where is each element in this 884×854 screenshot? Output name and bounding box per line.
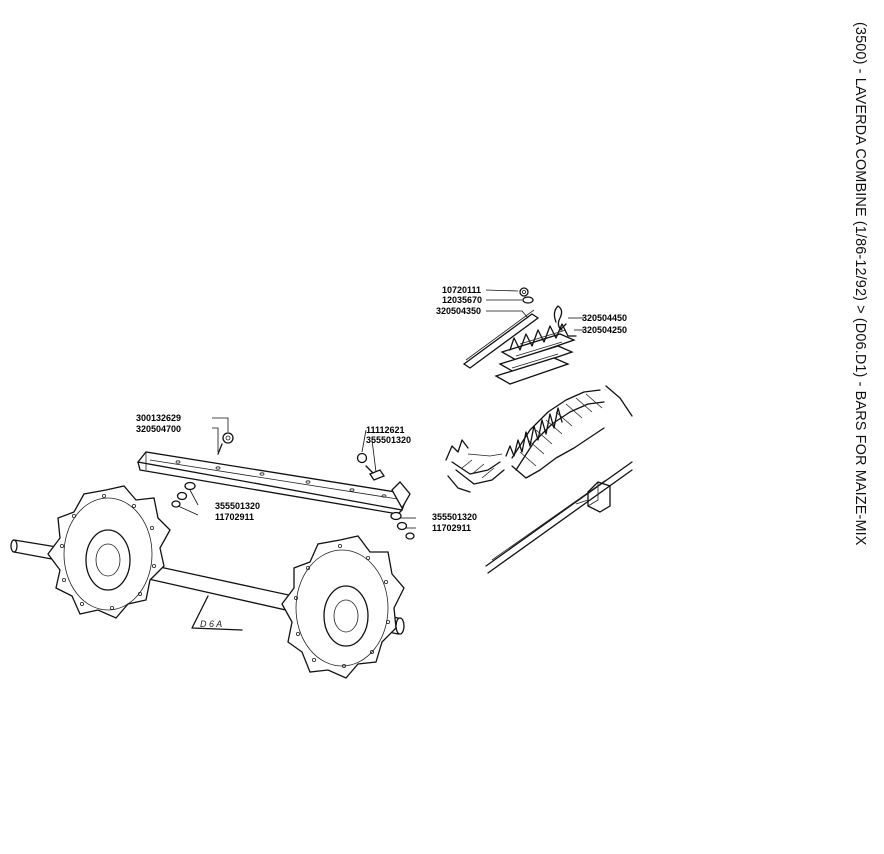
callout-part-10720111: 10720111: [442, 285, 481, 295]
callout-part-355501320-left: 355501320: [215, 501, 260, 511]
callout-part-12035670: 12035670: [442, 295, 482, 305]
sprocket-shaft-assembly: D 6 A: [10, 485, 405, 679]
part-callouts: 10720111 12035670 320504350 320504450 32…: [136, 285, 627, 533]
callout-part-320504700: 320504700: [136, 424, 181, 434]
main-bar-assembly: [136, 432, 415, 540]
callout-part-11702911-right: 11702911: [432, 523, 471, 533]
callout-part-320504350: 320504350: [436, 306, 481, 316]
callout-part-320504450: 320504450: [582, 313, 627, 323]
callout-part-300132629: 300132629: [136, 413, 181, 423]
section-reference: D 6 A: [200, 619, 222, 629]
callout-part-11702911-left: 11702911: [215, 512, 254, 522]
callout-part-355501320-top: 355501320: [366, 435, 411, 445]
upper-bar-assembly: [462, 287, 577, 385]
leader-lines: [177, 289, 584, 529]
conveyor-chain-drawing: [445, 385, 633, 574]
diagram-title: (3500) - LAVERDA COMBINE (1/86-12/92) > …: [852, 22, 868, 546]
callout-part-320504250: 320504250: [582, 325, 627, 335]
callout-part-355501320-right: 355501320: [432, 512, 477, 522]
callout-part-11112621: 11112621: [366, 425, 405, 435]
